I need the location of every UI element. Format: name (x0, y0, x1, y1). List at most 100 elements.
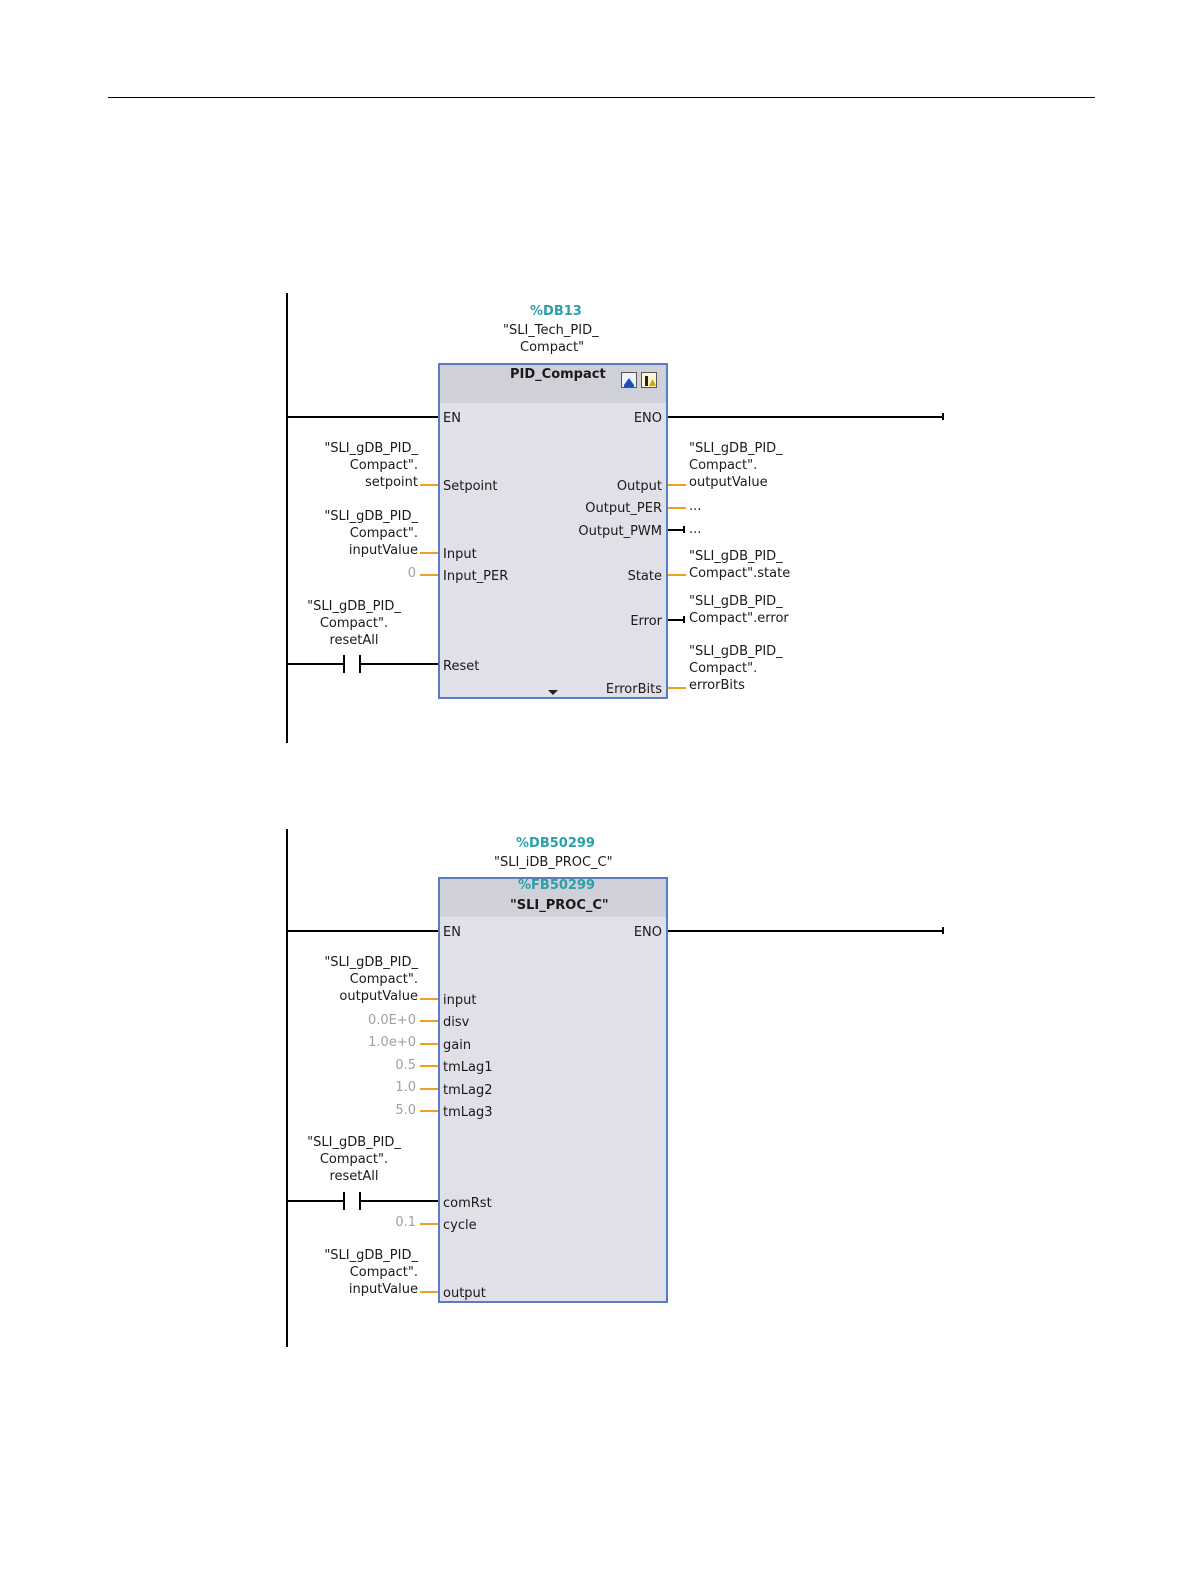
pin-gain[interactable]: gain (443, 1038, 472, 1053)
pin-state[interactable]: State (627, 569, 662, 584)
comrst-operand-line3[interactable]: resetAll (329, 1169, 379, 1184)
pin-disv[interactable]: disv (443, 1015, 470, 1030)
output-per-operand[interactable]: ... (689, 499, 702, 514)
comrst-operand-line1: "SLI_gDB_PID_ (307, 1135, 401, 1150)
output-wire (420, 1291, 438, 1293)
input-operand-line1: "SLI_gDB_PID_ (324, 955, 418, 970)
errorbits-operand-line1: "SLI_gDB_PID_ (689, 644, 783, 659)
tmlag1-constant[interactable]: 0.5 (395, 1058, 416, 1073)
power-rail-left (286, 829, 288, 1347)
output-wire (668, 484, 686, 486)
output-per-wire (668, 507, 686, 509)
comrst-wire-left (287, 1200, 344, 1202)
input-per-wire (420, 574, 438, 576)
commissioning-icon[interactable] (621, 372, 637, 388)
tmlag2-constant[interactable]: 1.0 (395, 1080, 416, 1095)
error-operand-line2[interactable]: Compact".error (689, 611, 789, 626)
comrst-operand-line2: Compact". (319, 1152, 389, 1167)
reset-operand-line3[interactable]: resetAll (329, 633, 379, 648)
pin-output-pwm[interactable]: Output_PWM (578, 524, 662, 539)
input-operand-line2: Compact". (349, 526, 418, 541)
output-operand-line3[interactable]: outputValue (689, 475, 768, 490)
pin-tmlag2[interactable]: tmLag2 (443, 1083, 493, 1098)
input-wire (420, 552, 438, 554)
no-contact-left-bar[interactable] (343, 1192, 345, 1210)
no-contact-left-bar[interactable] (343, 655, 345, 673)
reset-operand-line2: Compact". (319, 616, 389, 631)
input-operand-line3[interactable]: outputValue (339, 989, 418, 1004)
pin-eno[interactable]: ENO (633, 925, 662, 940)
reset-wire-left (287, 663, 344, 665)
pin-output-per[interactable]: Output_PER (585, 501, 662, 516)
block-title: PID_Compact (510, 367, 606, 382)
instance-db-name-line1: "SLI_Tech_PID_ (503, 323, 599, 338)
pin-tmlag1[interactable]: tmLag1 (443, 1060, 493, 1075)
input-wire (420, 998, 438, 1000)
errorbits-operand-line2: Compact". (689, 661, 758, 676)
comrst-wire-right (360, 1200, 438, 1202)
error-operand-line1: "SLI_gDB_PID_ (689, 594, 783, 609)
gain-constant[interactable]: 1.0e+0 (368, 1035, 416, 1050)
errorbits-operand-line3[interactable]: errorBits (689, 678, 745, 693)
errorbits-wire (668, 687, 686, 689)
instance-db-address[interactable]: %DB50299 (516, 836, 595, 851)
input-operand-line2: Compact". (349, 972, 418, 987)
setpoint-operand-line3[interactable]: setpoint (364, 475, 418, 490)
eno-wire (668, 416, 944, 418)
pin-error[interactable]: Error (630, 614, 662, 629)
output-pwm-wire-end (683, 526, 685, 533)
output-operand-line3[interactable]: inputValue (348, 1282, 418, 1297)
input-per-constant[interactable]: 0 (407, 566, 416, 581)
pin-comrst[interactable]: comRst (443, 1196, 492, 1211)
eno-wire (668, 930, 944, 932)
cycle-constant[interactable]: 0.1 (395, 1215, 416, 1230)
pid-compact-block[interactable]: PID_Compact EN ENO Setpoint Input Input_… (438, 363, 668, 699)
pin-input[interactable]: input (443, 993, 477, 1008)
pin-output[interactable]: output (443, 1286, 486, 1301)
output-operand-line2: Compact". (689, 458, 758, 473)
pin-eno[interactable]: ENO (633, 411, 662, 426)
tmlag2-wire (420, 1088, 438, 1090)
pin-input-per[interactable]: Input_PER (443, 569, 509, 584)
setpoint-operand-line1: "SLI_gDB_PID_ (324, 441, 418, 456)
eno-wire-end (942, 927, 944, 934)
fb-address: %FB50299 (518, 878, 596, 893)
block-header (440, 879, 666, 917)
warning-icon[interactable] (641, 372, 657, 388)
pin-reset[interactable]: Reset (443, 659, 480, 674)
pin-en[interactable]: EN (443, 925, 461, 940)
sli-proc-c-block[interactable]: %FB50299 "SLI_PROC_C" EN ENO input disv … (438, 877, 668, 1303)
output-pwm-operand[interactable]: ... (689, 522, 702, 537)
pin-input[interactable]: Input (443, 547, 477, 562)
block-title: "SLI_PROC_C" (510, 898, 609, 913)
eno-wire-end (942, 413, 944, 420)
disv-wire (420, 1020, 438, 1022)
output-pwm-wire (668, 529, 684, 531)
output-operand-line2: Compact". (349, 1265, 418, 1280)
reset-operand-line1: "SLI_gDB_PID_ (307, 599, 401, 614)
state-wire (668, 574, 686, 576)
tmlag1-wire (420, 1065, 438, 1067)
expand-pins-caret-icon[interactable] (548, 690, 558, 695)
reset-wire-right (360, 663, 438, 665)
instance-db-name: "SLI_iDB_PROC_C" (494, 855, 613, 870)
tmlag3-wire (420, 1110, 438, 1112)
pin-en[interactable]: EN (443, 411, 461, 426)
state-operand-line2[interactable]: Compact".state (689, 566, 791, 581)
disv-constant[interactable]: 0.0E+0 (367, 1013, 416, 1028)
setpoint-operand-line2: Compact". (349, 458, 418, 473)
pin-tmlag3[interactable]: tmLag3 (443, 1105, 493, 1120)
cycle-wire (420, 1223, 438, 1225)
instance-db-name-line2: Compact" (520, 340, 585, 355)
error-wire-end (683, 616, 685, 623)
input-operand-line3[interactable]: inputValue (348, 543, 418, 558)
error-wire (668, 619, 684, 621)
output-operand-line1: "SLI_gDB_PID_ (689, 441, 783, 456)
instance-db-address[interactable]: %DB13 (530, 304, 582, 319)
pin-cycle[interactable]: cycle (443, 1218, 477, 1233)
page-header-rule (108, 97, 1095, 98)
pin-errorbits[interactable]: ErrorBits (605, 682, 662, 697)
pin-output[interactable]: Output (616, 479, 662, 494)
pin-setpoint[interactable]: Setpoint (443, 479, 498, 494)
tmlag3-constant[interactable]: 5.0 (395, 1103, 416, 1118)
